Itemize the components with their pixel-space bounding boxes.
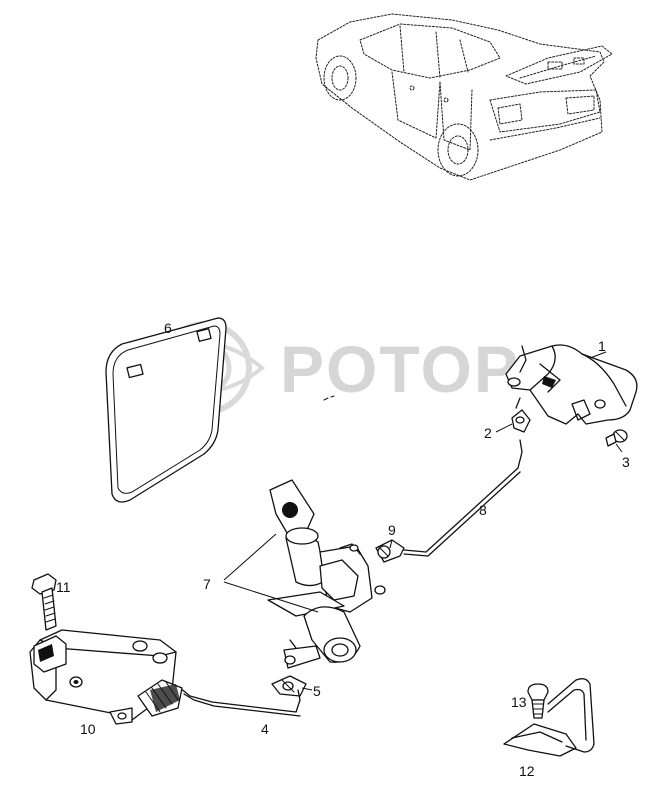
callout-10: 10 (80, 721, 96, 737)
callout-2: 2 (484, 425, 492, 441)
callout-11: 11 (56, 579, 71, 595)
callout-5: 5 (313, 683, 321, 699)
callout-7: 7 (203, 576, 211, 592)
leader-lines (223, 351, 623, 691)
operating-rod-lower (179, 687, 301, 717)
screw-small (605, 429, 628, 447)
fuel-filler-door (105, 317, 227, 503)
callout-12: 12 (519, 763, 535, 779)
bolt-eleven (31, 573, 57, 631)
callout-8: 8 (479, 502, 487, 518)
callout-3: 3 (622, 454, 630, 470)
clip-lower (271, 675, 307, 697)
callout-4: 4 (261, 721, 269, 737)
callout-6: 6 (164, 320, 172, 336)
retaining-clip (503, 678, 595, 757)
bolt-nine (375, 539, 405, 563)
clip (511, 397, 531, 433)
screw-thirteen (527, 683, 549, 719)
operating-rod-upper (403, 439, 523, 557)
lock-assembly (267, 479, 386, 669)
stray-mark (323, 395, 335, 401)
vehicle-overview (315, 13, 613, 181)
callout-labels: 1 2 3 4 5 6 7 8 9 10 11 12 13 (56, 320, 630, 779)
callout-1: 1 (598, 338, 606, 354)
central-locking-actuator (29, 629, 183, 725)
watermark: POTOP (146, 321, 520, 415)
callout-9: 9 (388, 522, 396, 538)
watermark-text: POTOP (280, 332, 520, 406)
callout-13: 13 (511, 694, 527, 710)
actuator-bracket (505, 344, 638, 425)
